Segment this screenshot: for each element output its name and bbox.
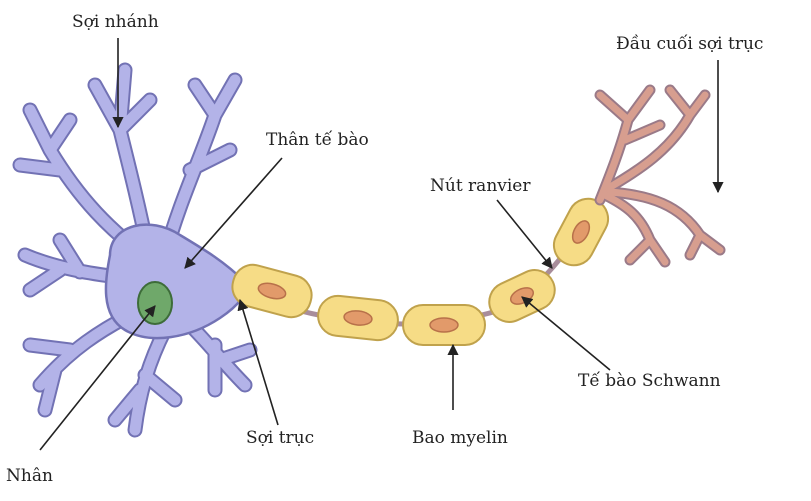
axon-terminal <box>600 90 720 262</box>
label-nucleus: Nhân <box>6 468 53 485</box>
leader-node <box>497 200 552 268</box>
label-node-of-ranvier: Nút ranvier <box>430 178 531 195</box>
leader-axon <box>240 300 278 425</box>
label-axon-terminal: Đầu cuối sợi trục <box>616 36 763 53</box>
label-axon: Sợi trục <box>246 430 314 447</box>
label-dendrite: Sợi nhánh <box>72 14 159 31</box>
myelin-sheath <box>228 192 615 345</box>
label-cell-body: Thân tế bào <box>266 132 369 149</box>
label-myelin-sheath: Bao myelin <box>412 430 508 447</box>
schwann-cell <box>403 305 485 345</box>
schwann-cell <box>316 294 400 342</box>
nucleus <box>138 282 172 324</box>
label-schwann-cell: Tế bào Schwann <box>578 373 721 390</box>
soma <box>106 225 246 338</box>
schwann-cell <box>228 260 316 321</box>
leader-schwann <box>522 297 610 370</box>
